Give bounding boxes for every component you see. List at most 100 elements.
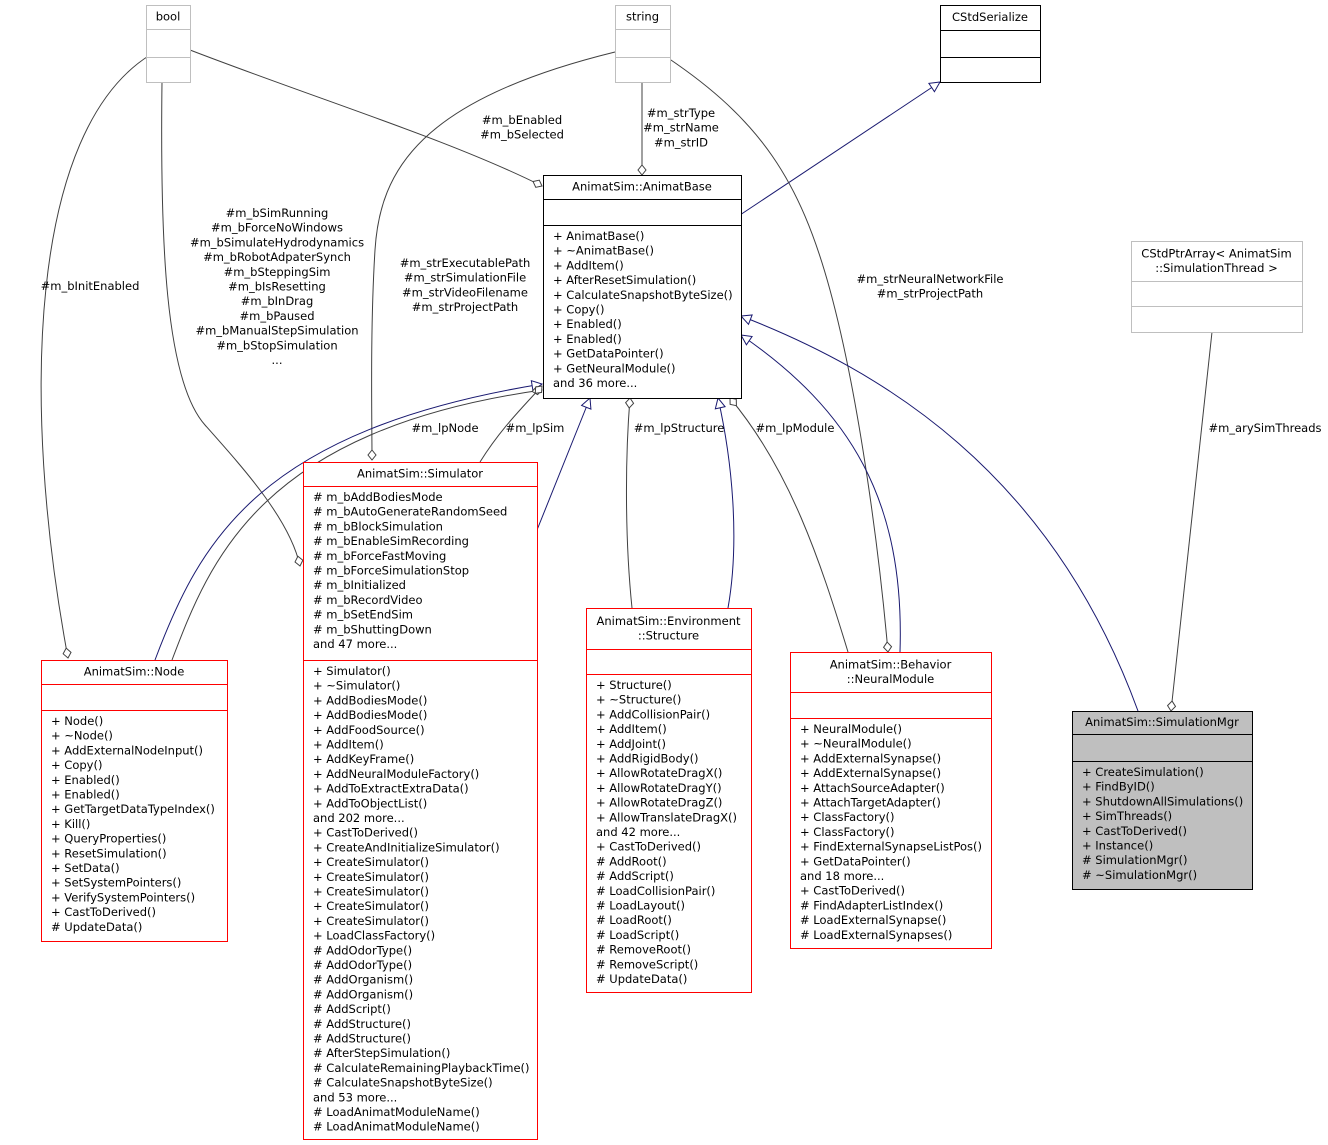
class-operation: + Instance() <box>1082 839 1153 853</box>
class-attribute: # m_bSetEndSim <box>313 608 413 622</box>
class-title: CStdSerialize <box>952 10 1028 24</box>
class-operation: + Kill() <box>51 817 90 831</box>
class-operation: + AttachSourceAdapter() <box>800 781 945 795</box>
class-operation: + AllowRotateDragX() <box>596 766 722 780</box>
class-box <box>940 5 1041 83</box>
class-operation: + AddRigidBody() <box>596 752 699 766</box>
class-operation: + CastToDerived() <box>800 884 905 898</box>
class-operation: + AddExternalSynapse() <box>800 751 941 765</box>
class-animatbase[interactable]: AnimatSim::AnimatBase+ AnimatBase()+ ~An… <box>543 175 742 399</box>
class-cstdserialize[interactable]: CStdSerialize <box>940 5 1041 83</box>
class-operation: + FindExternalSynapseListPos() <box>800 840 982 854</box>
edge-animatbase-simulator <box>479 385 543 463</box>
class-operation: + QueryProperties() <box>51 832 166 846</box>
edge-label-line: #m_strNeuralNetworkFile <box>856 272 1003 286</box>
class-structure[interactable]: AnimatSim::Environment::Structure+ Struc… <box>586 608 752 993</box>
class-operation: # LoadExternalSynapses() <box>800 928 952 942</box>
edge-simulationmgr-animatbase <box>741 316 1139 712</box>
class-operation: # UpdateData() <box>596 972 687 986</box>
class-attribute: # m_bEnableSimRecording <box>313 534 469 548</box>
edge-label-line: ... <box>272 353 283 367</box>
class-operation: + AddJoint() <box>596 737 666 751</box>
class-operation: + CreateSimulator() <box>313 914 429 928</box>
class-operation: # AddOdorType() <box>313 958 412 972</box>
class-operation: + GetDataPointer() <box>553 347 664 361</box>
class-operation: # FindAdapterListIndex() <box>800 898 943 912</box>
class-operation: + Structure() <box>596 678 672 692</box>
class-operation: + AllowTranslateDragX() <box>596 810 737 824</box>
edge-animatbase-cstdserialize <box>739 82 940 216</box>
class-attribute: # m_bForceSimulationStop <box>313 564 469 578</box>
class-box <box>1131 241 1303 333</box>
class-operation: + ~Node() <box>51 729 113 743</box>
class-operation: # AddStructure() <box>313 1032 411 1046</box>
edge-label-simbools: #m_bSimRunning#m_bForceNoWindows#m_bSimu… <box>190 206 364 367</box>
class-box <box>303 462 538 1140</box>
class-box <box>790 652 992 949</box>
class-operation: + Copy() <box>553 303 604 317</box>
class-operation: + Enabled() <box>553 332 622 346</box>
class-simulationmgr[interactable]: AnimatSim::SimulationMgr+ CreateSimulati… <box>1072 711 1253 890</box>
class-operation: + ResetSimulation() <box>51 846 167 860</box>
edge-label-line: #m_bStopSimulation <box>216 338 337 352</box>
class-operation: + NeuralModule() <box>800 722 902 736</box>
edge-label-line: #m_bEnabled <box>482 113 562 127</box>
class-attribute: # m_bAutoGenerateRandomSeed <box>313 505 507 519</box>
edge-string-simulator <box>367 51 616 461</box>
class-neuralmodule[interactable]: AnimatSim::Behavior::NeuralModule+ Neura… <box>790 652 992 949</box>
class-operation: + ClassFactory() <box>800 825 895 839</box>
class-operation: # AfterStepSimulation() <box>313 1046 450 1060</box>
class-operation: and 53 more... <box>313 1090 397 1104</box>
edge-label-lpsim: #m_lpSim <box>506 421 565 435</box>
class-title: AnimatSim::AnimatBase <box>572 180 712 194</box>
class-operation: + AnimatBase() <box>553 229 644 243</box>
class-operation: + AfterResetSimulation() <box>553 273 696 287</box>
edge-neuralmodule-animatbase <box>741 335 901 653</box>
edge-label-simstrings: #m_strExecutablePath#m_strSimulationFile… <box>400 256 531 314</box>
class-operation: # LoadScript() <box>596 928 679 942</box>
edge-label-lpstructure: #m_lpStructure <box>634 421 725 435</box>
class-operation: + ~Simulator() <box>313 679 400 693</box>
class-operation: + AddKeyFrame() <box>313 752 414 766</box>
class-operation: and 18 more... <box>800 869 884 883</box>
class-title: bool <box>156 10 181 24</box>
class-node[interactable]: AnimatSim::Node+ Node()+ ~Node()+ AddExt… <box>41 660 228 942</box>
class-operation: + GetDataPointer() <box>800 854 911 868</box>
class-attribute: # m_bShuttingDown <box>313 622 432 636</box>
class-operation: # ~SimulationMgr() <box>1082 868 1197 882</box>
edge-label-line: #m_lpNode <box>411 421 478 435</box>
class-string[interactable]: string <box>615 5 671 83</box>
class-operation: # AddOrganism() <box>313 987 413 1001</box>
class-operation: + Enabled() <box>51 773 120 787</box>
class-operation: and 202 more... <box>313 811 405 825</box>
class-operation: # UpdateData() <box>51 920 142 934</box>
class-operation: # SimulationMgr() <box>1082 853 1187 867</box>
class-operation: + CastToDerived() <box>596 840 701 854</box>
class-operation: + AllowRotateDragY() <box>596 781 722 795</box>
class-operation: + ~Structure() <box>596 693 681 707</box>
class-cstdptrarray[interactable]: CStdPtrArray< AnimatSim::SimulationThrea… <box>1131 241 1303 333</box>
edge-labels: #m_bEnabled#m_bSelected #m_strType#m_strN… <box>41 106 1322 435</box>
edge-label-nnfile: #m_strNeuralNetworkFile#m_strProjectPath <box>856 272 1003 301</box>
edge-label-benabled: #m_bEnabled#m_bSelected <box>480 113 564 142</box>
class-operation: + Copy() <box>51 758 102 772</box>
edge-label-line: #m_arySimThreads <box>1208 421 1321 435</box>
class-bool[interactable]: bool <box>146 5 191 83</box>
class-operation: + AddBodiesMode() <box>313 708 427 722</box>
class-simulator[interactable]: AnimatSim::Simulator# m_bAddBodiesMode# … <box>303 462 538 1140</box>
edge-structure-animatbase <box>718 398 735 609</box>
class-operation: + AddToObjectList() <box>313 796 427 810</box>
edge-node-animatbase <box>154 384 542 661</box>
class-title: ::NeuralModule <box>847 672 935 686</box>
class-operation: + AddExternalSynapse() <box>800 766 941 780</box>
edge-label-line: #m_bSelected <box>480 128 564 142</box>
edge-bool-simulator <box>161 81 304 567</box>
edge-animatbase-structure <box>624 397 635 609</box>
class-operation: # LoadRoot() <box>596 913 672 927</box>
class-operation: # CalculateSnapshotByteSize() <box>313 1076 493 1090</box>
class-box <box>615 5 671 83</box>
edge-label-line: #m_strID <box>654 135 708 149</box>
edge-bool-node <box>40 54 151 659</box>
edge-label-strtype: #m_strType#m_strName#m_strID <box>643 106 719 149</box>
class-operation: + CreateSimulator() <box>313 870 429 884</box>
